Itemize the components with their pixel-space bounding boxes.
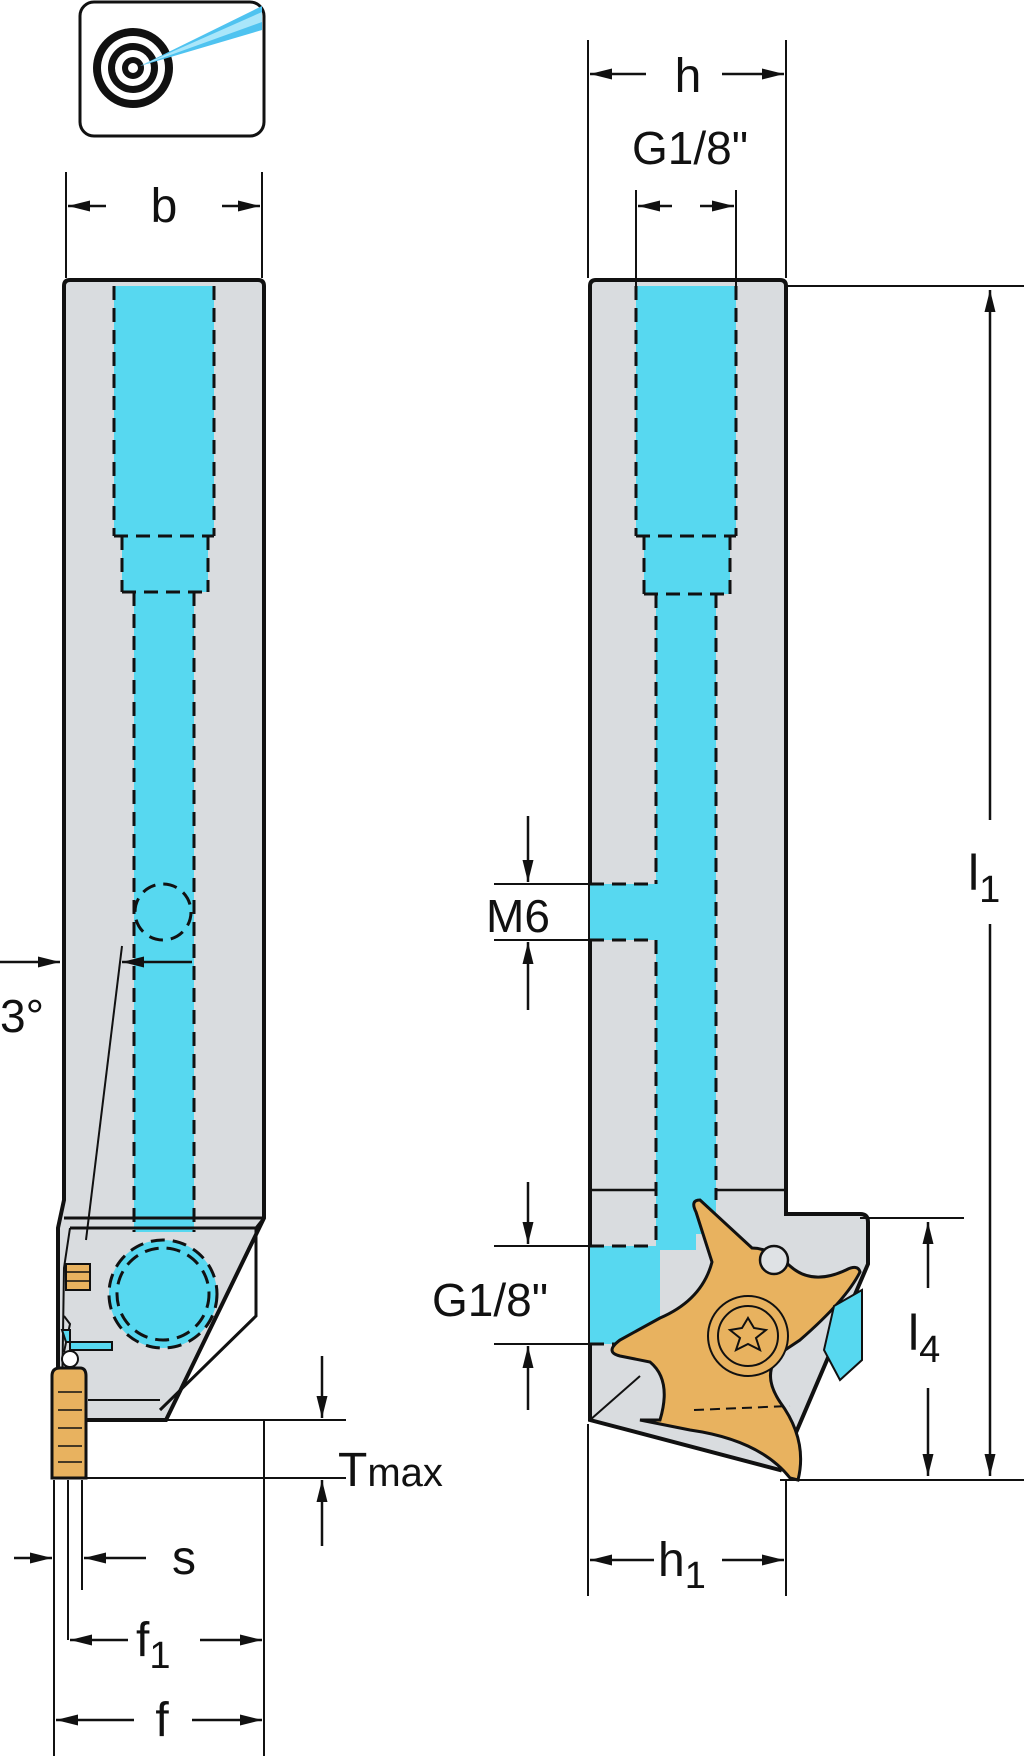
dimension-angle: 3° (0, 945, 192, 1241)
label-s: s (172, 1532, 196, 1585)
dimension-l4: l4 (860, 1217, 964, 1476)
label-thread-top: G1/8" (632, 122, 748, 174)
label-f1: f1 (136, 1614, 170, 1677)
left-coolant-outlet (60, 1329, 113, 1351)
dimension-thread-top: G1/8" (632, 122, 748, 286)
dimension-h: h (587, 40, 787, 278)
dimension-f: f (53, 1640, 262, 1756)
coolant-target-icon (78, 0, 266, 138)
label-tmax: Tmax (338, 1444, 443, 1497)
label-l4: l4 (908, 1305, 940, 1371)
label-h1: h1 (658, 1534, 706, 1597)
label-f: f (155, 1694, 169, 1747)
dimension-f1: f1 (70, 1420, 265, 1756)
label-l1: l1 (968, 845, 1000, 911)
dimension-s: s (14, 1480, 196, 1640)
label-b: b (151, 180, 178, 233)
left-coolant-channel (107, 286, 219, 1350)
label-h: h (675, 50, 702, 103)
dimension-thread-side: G1/8" (432, 1182, 588, 1410)
left-insert (50, 1350, 88, 1480)
dimension-l1: l1 (780, 285, 1024, 1481)
dimension-tmax: Tmax (86, 1356, 443, 1546)
right-front-view: h G1/8" M6 G1/8" (432, 40, 1024, 1597)
right-insert (610, 1198, 863, 1482)
dimension-m6: M6 (486, 816, 588, 1010)
label-thread-side: G1/8" (432, 1274, 548, 1326)
dimension-b: b (65, 172, 263, 278)
label-m6: M6 (486, 890, 550, 942)
label-angle: 3° (0, 990, 44, 1042)
left-side-view: b 3° Tmax s (0, 172, 443, 1756)
dimension-h1: h1 (587, 1424, 787, 1597)
